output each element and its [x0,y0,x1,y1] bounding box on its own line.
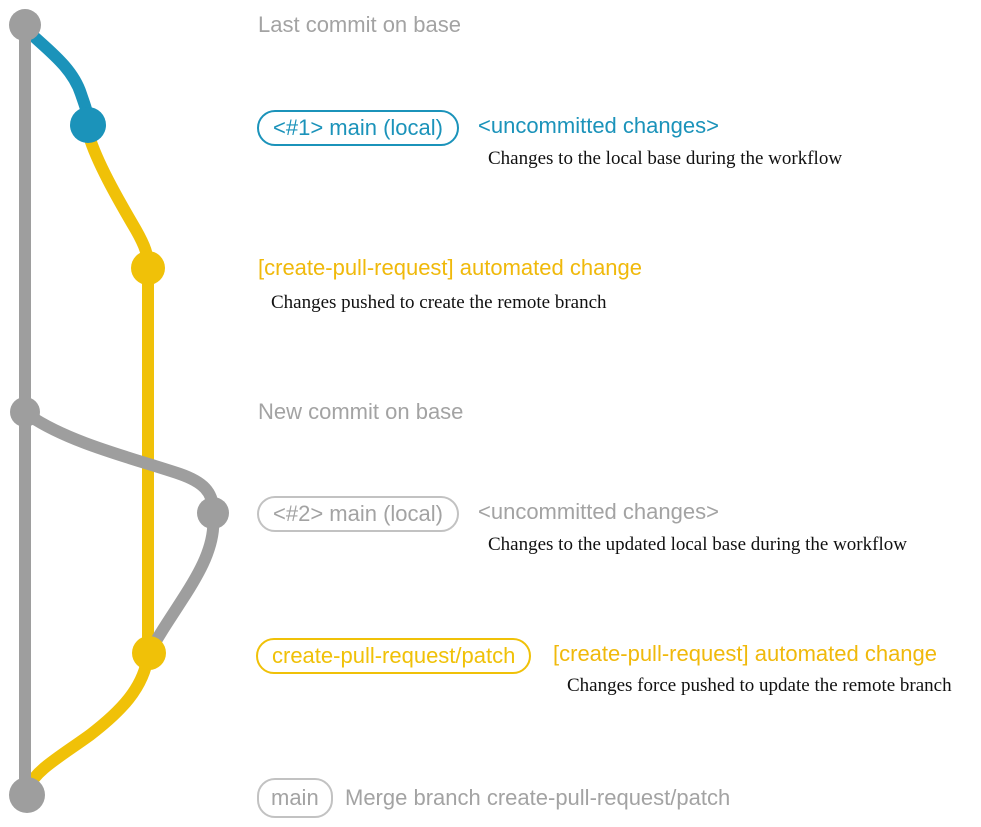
branch-badge-main-local-2: <#2> main (local) [257,496,459,532]
label-last-commit-on-base: Last commit on base [258,12,461,37]
commit-dot-local-main-1 [70,107,106,143]
yellow-branch-curve-top [83,130,154,274]
branch-badge-main: main [257,778,333,818]
caption-local-base-changes: Changes to the local base during the wor… [488,148,843,169]
commit-dot-patch-force-push [132,636,166,670]
commit-dot-last-base [9,9,41,41]
commit-dot-local-main-2 [197,497,229,529]
label-uncommitted-changes-1: <uncommitted changes> [478,113,719,138]
label-new-commit-on-base: New commit on base [258,399,464,424]
commit-dot-merge [9,777,45,813]
gray-branch-curve-out [24,410,219,516]
label-uncommitted-changes-2: <uncommitted changes> [478,499,719,524]
commit-dot-new-base [10,397,40,427]
branch-badge-create-pull-request-patch: create-pull-request/patch [256,638,532,674]
yellow-branch-curve-bottom [22,649,154,794]
label-automated-change-2: [create-pull-request] automated change [553,641,938,666]
caption-force-push-update-remote-branch: Changes force pushed to update the remot… [567,675,952,696]
label-merge-branch: Merge branch create-pull-request/patch [345,785,731,810]
gray-branch-curve-in [145,510,220,656]
caption-updated-local-base-changes: Changes to the updated local base during… [488,534,907,555]
branch-badge-main-local-1: <#1> main (local) [257,110,459,146]
commit-dot-automated-change [131,251,165,285]
caption-push-create-remote-branch: Changes pushed to create the remote bran… [271,292,607,313]
label-automated-change-1: [create-pull-request] automated change [258,255,643,280]
